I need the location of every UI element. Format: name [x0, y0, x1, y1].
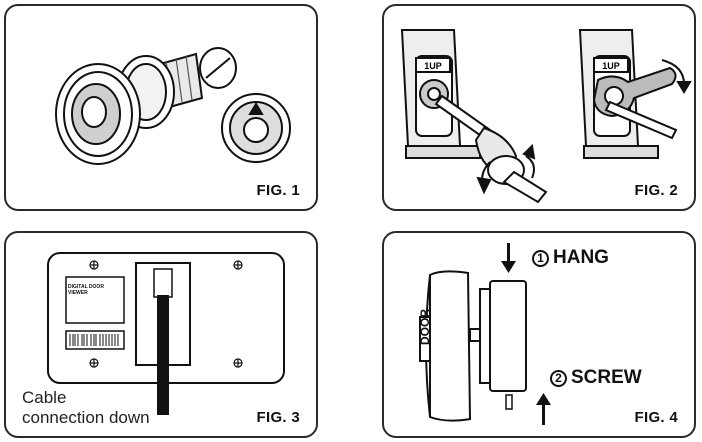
cable	[153, 268, 173, 415]
fig4-drawing	[419, 243, 551, 425]
up-triangle-icon	[248, 102, 264, 115]
fig4-label: FIG. 4	[634, 409, 678, 426]
fig3-panel: DIGITAL DOOR VIEWER Cable connection dow…	[4, 231, 318, 438]
rotate-arrow-left-icon	[476, 143, 536, 195]
viewer-front-view	[221, 93, 291, 163]
fig4-panel: DOOR 1 HANG 2 SCREW FIG. 4	[382, 231, 696, 438]
barcode	[69, 334, 119, 346]
door-side	[419, 270, 472, 422]
step1-text: HANG	[553, 247, 609, 268]
viewer-unit-side	[469, 280, 527, 392]
screw-hole-icon	[89, 260, 243, 368]
fig3-drawing	[47, 252, 285, 415]
door-viewer-lens	[55, 47, 237, 165]
fig1-drawing	[55, 47, 291, 165]
fig2-drawing: 1UP 1UP	[400, 29, 692, 204]
up-arrow-icon	[536, 393, 551, 425]
down-arrow-icon	[501, 243, 516, 273]
plate-text-right: 1UP	[602, 61, 620, 71]
screwdriver-icon	[434, 94, 548, 204]
screen-label-text: DIGITAL DOOR VIEWER	[68, 284, 104, 296]
step2-text: SCREW	[571, 367, 642, 388]
step-screw: 2 SCREW	[550, 367, 642, 389]
cable-note-line1: Cable	[22, 388, 67, 407]
cable-note-line2: connection down	[22, 408, 150, 427]
fig1-panel: FIG. 1	[4, 4, 318, 211]
cable-note: Cable connection down	[22, 388, 150, 428]
mount-bracket-left	[400, 29, 481, 159]
fig3-label: FIG. 3	[256, 409, 300, 426]
plate-text-left: 1UP	[424, 61, 442, 71]
wrench-icon	[592, 66, 678, 140]
door-text: DOOR	[418, 309, 432, 345]
step1-number: 1	[532, 249, 549, 267]
fig2-label: FIG. 2	[634, 182, 678, 199]
rotate-arrow-right-icon	[661, 59, 692, 94]
fig2-panel: 1UP 1UP FIG. 2	[382, 4, 696, 211]
step2-number: 2	[550, 369, 567, 387]
fig1-label: FIG. 1	[256, 182, 300, 199]
screw-icon	[505, 394, 513, 410]
step-hang: 1 HANG	[532, 247, 609, 269]
